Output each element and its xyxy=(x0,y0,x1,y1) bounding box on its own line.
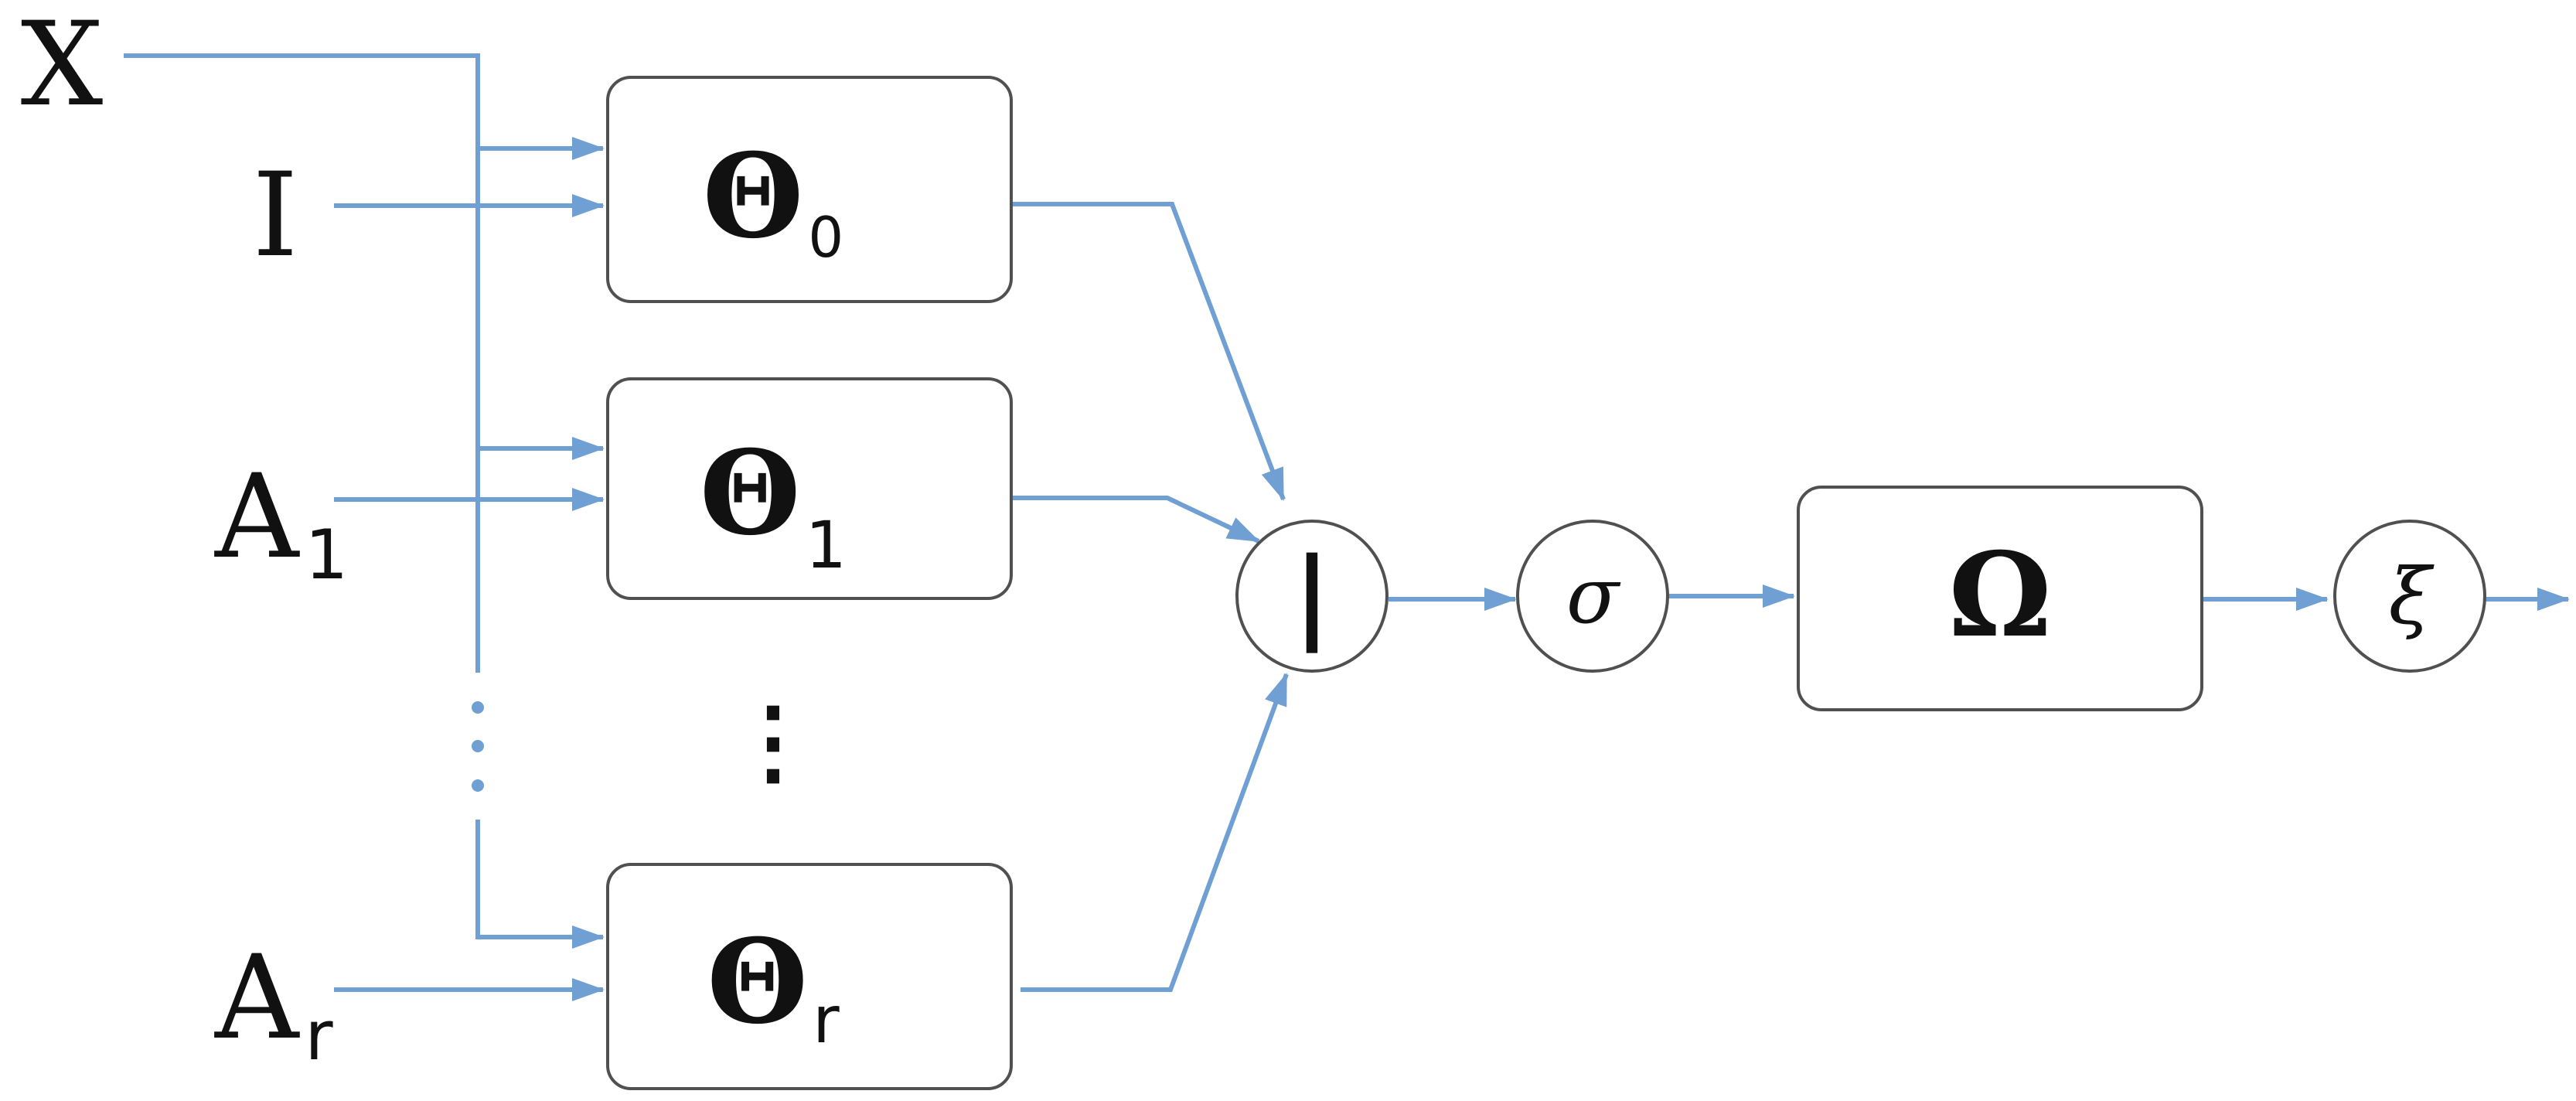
wire-layer xyxy=(124,53,2570,1001)
x-wire xyxy=(124,53,480,673)
omega-block: Ω xyxy=(1797,486,2203,711)
bus-dot xyxy=(472,740,484,752)
concat-circle xyxy=(1235,520,1389,673)
xi-label: ξ xyxy=(2388,551,2435,642)
theta0-label: Θ0 xyxy=(703,128,843,270)
theta0-symbol: Θ xyxy=(703,128,804,264)
input-ar-sub: r xyxy=(305,996,333,1075)
theta1-label: Θ1 xyxy=(700,425,847,583)
theta0-to-concat-arrow xyxy=(1011,202,1286,501)
omega-box xyxy=(1797,486,2203,711)
input-x-label: X xyxy=(21,0,104,132)
bus-dot xyxy=(472,701,484,714)
theta1-to-concat-arrow xyxy=(1011,496,1260,544)
thetar-sub: r xyxy=(813,982,840,1058)
xi-node: ξ xyxy=(2333,520,2486,673)
thetar-to-concat-arrow xyxy=(1021,673,1289,992)
input-a1-label: A1 xyxy=(214,450,348,595)
input-a1-base: A xyxy=(214,450,300,585)
concat-node: | xyxy=(1235,520,1389,673)
thetar-label: Θr xyxy=(707,914,840,1058)
theta1-box xyxy=(606,377,1013,600)
theta1-block: Θ1 xyxy=(606,377,1013,600)
theta0-sub: 0 xyxy=(808,205,843,270)
theta0-box xyxy=(606,76,1013,303)
input-ar-base: A xyxy=(214,931,300,1065)
input-ar-label: Ar xyxy=(214,931,333,1075)
input-labels: X I A1 Ar xyxy=(21,0,349,1075)
thetar-block: Θr xyxy=(606,863,1013,1090)
theta1-symbol: Θ xyxy=(700,425,801,561)
x-wire-lower xyxy=(475,820,605,949)
vertical-ellipsis: ⋮ xyxy=(727,687,819,796)
thetar-symbol: Θ xyxy=(707,914,808,1050)
omega-label: Ω xyxy=(1948,527,2052,663)
theta0-block: Θ0 xyxy=(606,76,1013,303)
concat-label: | xyxy=(1293,536,1330,653)
input-identity-label: I xyxy=(252,148,298,283)
theta1-sub: 1 xyxy=(806,507,847,583)
input-a1-sub: 1 xyxy=(305,515,348,595)
thetar-box xyxy=(606,863,1013,1090)
sigma-label: σ xyxy=(1566,550,1621,641)
bus-dot xyxy=(472,779,484,792)
xi-circle xyxy=(2333,520,2486,673)
sigma-node: σ xyxy=(1516,520,1669,673)
sigma-circle xyxy=(1516,520,1669,673)
